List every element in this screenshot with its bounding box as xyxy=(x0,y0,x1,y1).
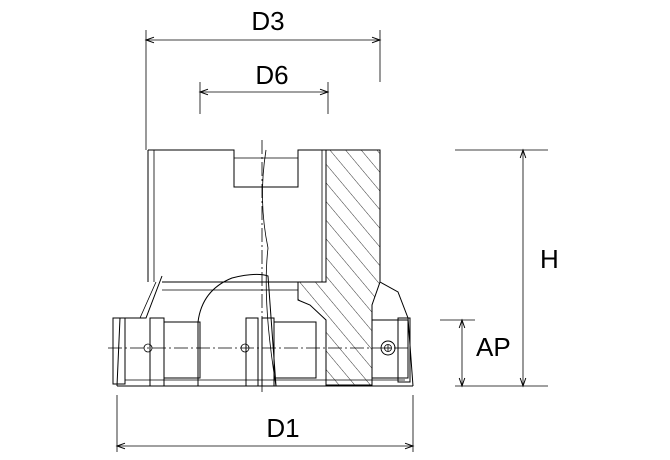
dimension-ap: AP xyxy=(440,318,511,388)
label-ap: AP xyxy=(476,332,511,362)
left-insert-pocket xyxy=(112,275,201,387)
break-line xyxy=(262,149,269,249)
label-d6: D6 xyxy=(255,60,288,90)
label-d3: D3 xyxy=(251,6,284,36)
label-h: H xyxy=(540,244,559,274)
label-d1: D1 xyxy=(266,413,299,443)
dimension-d3: D3 xyxy=(144,6,382,150)
center-lines xyxy=(108,140,410,392)
dimension-d1: D1 xyxy=(115,395,415,452)
middle-insert-pocket xyxy=(197,247,317,387)
section-hatch xyxy=(297,149,381,386)
dimension-d6: D6 xyxy=(198,60,330,114)
dimension-h: H xyxy=(455,148,559,388)
right-insert-pocket xyxy=(371,281,414,387)
